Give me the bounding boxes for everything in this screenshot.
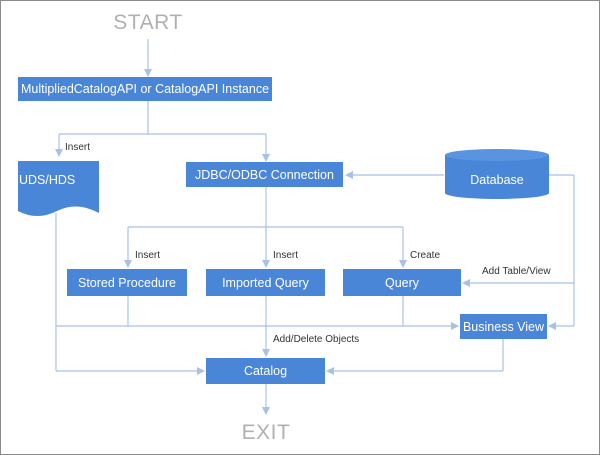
business-view-node[interactable]: Business View (460, 314, 547, 339)
exit-terminal: EXIT (241, 421, 291, 444)
database-node[interactable]: Database (470, 173, 524, 187)
api-instance-node[interactable]: MultipliedCatalogAPI or CatalogAPI Insta… (18, 77, 272, 101)
jdbc-odbc-connection-node[interactable]: JDBC/ODBC Connection (186, 162, 343, 187)
edge-label-create-query: Create (410, 250, 441, 261)
catalog-node[interactable]: Catalog (206, 358, 325, 384)
imported-query-node[interactable]: Imported Query (206, 269, 325, 296)
start-terminal: START (113, 11, 183, 34)
stored-procedure-node[interactable]: Stored Procedure (67, 269, 187, 296)
database-cylinder-shape (445, 149, 549, 199)
edge-label-add-table-view: Add Table/View (482, 266, 551, 277)
query-node[interactable]: Query (343, 269, 461, 296)
edge-label-insert-uds: Insert (65, 142, 91, 153)
uds-hds-document-shape (18, 161, 99, 216)
edge-label-insert-stored-procedure: Insert (135, 250, 161, 261)
uds-hds-node[interactable]: UDS/HDS (19, 173, 76, 187)
edge-label-insert-imported-query: Insert (273, 250, 299, 261)
edge-label-add-delete-objects: Add/Delete Objects (273, 334, 360, 345)
